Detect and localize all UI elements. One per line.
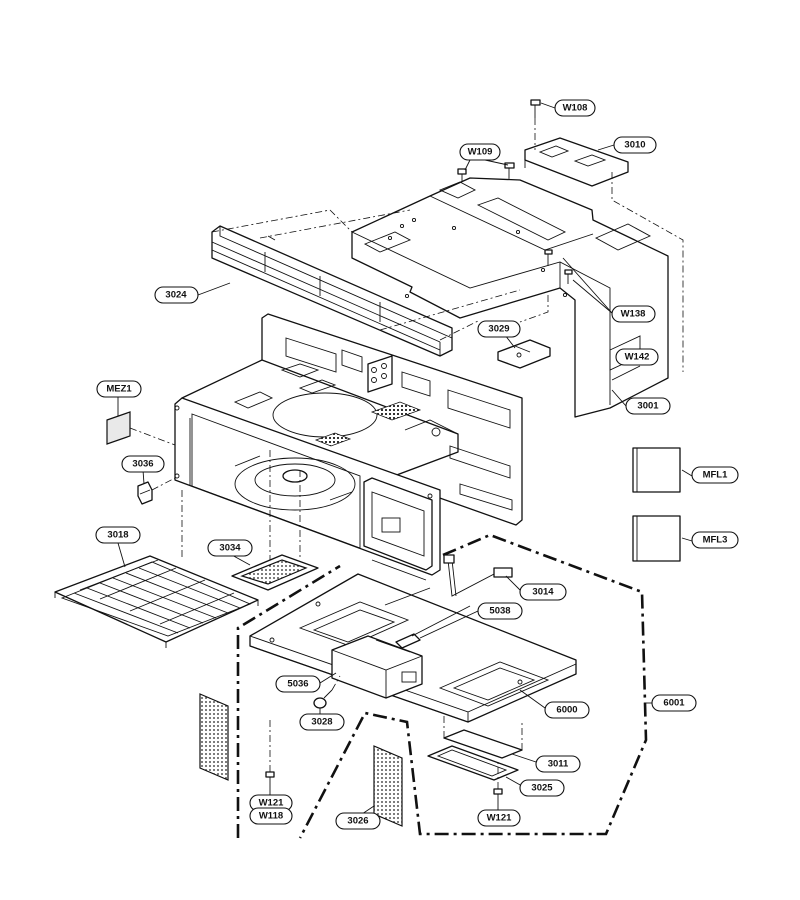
manual-mfl3	[632, 515, 681, 562]
part-label-3026: 3026	[335, 812, 381, 830]
sensor-5038	[395, 605, 471, 649]
screw-w109	[457, 162, 515, 184]
part-label-w138: W138	[611, 305, 656, 323]
part-label-6001: 6001	[651, 694, 697, 712]
part-label-mez1: MEZ1	[96, 380, 142, 398]
cover-3034	[231, 554, 319, 591]
part-label-3001: 3001	[625, 397, 671, 415]
bracket-3029	[497, 339, 551, 369]
svg-text:MEZ1: MEZ1	[106, 384, 132, 395]
svg-text:W109: W109	[468, 147, 493, 158]
part-label-3028: 3028	[299, 713, 345, 731]
part-label-6000: 6000	[544, 701, 590, 719]
part-label-w109: W109	[459, 143, 501, 161]
svg-text:W142: W142	[625, 352, 650, 363]
part-label-5038: 5038	[477, 602, 523, 620]
part-label-3024: 3024	[154, 286, 199, 304]
label-sticker-mez1	[106, 411, 131, 445]
svg-text:3018: 3018	[107, 530, 128, 541]
latch-3036	[137, 481, 153, 505]
manual-mfl1	[632, 447, 681, 493]
component-box-5036	[331, 635, 423, 699]
base-plate-6000	[249, 573, 577, 723]
svg-text:W108: W108	[563, 103, 588, 114]
svg-text:MFL3: MFL3	[703, 535, 728, 546]
lamp-3028	[313, 689, 333, 709]
grease-filter-left	[199, 693, 229, 781]
part-label-mfl1: MFL1	[691, 466, 739, 484]
part-label-mfl3: MFL3	[691, 531, 739, 549]
part-label-3018: 3018	[95, 526, 141, 544]
part-label-5036: 5036	[275, 675, 321, 693]
part-label-3010: 3010	[613, 136, 657, 154]
part-label-w142: W142	[615, 348, 659, 366]
part-label-3025: 3025	[519, 779, 565, 797]
rack-3018	[54, 555, 259, 648]
inner-cavity-chassis	[174, 313, 523, 581]
svg-text:3011: 3011	[548, 759, 569, 770]
svg-text:6001: 6001	[663, 698, 685, 709]
svg-text:3036: 3036	[132, 459, 153, 470]
svg-text:W121: W121	[487, 813, 513, 824]
part-label-w118: W118	[249, 807, 293, 825]
svg-text:W121: W121	[259, 798, 285, 809]
frame-3025	[427, 745, 519, 781]
svg-text:3014: 3014	[532, 587, 554, 598]
svg-text:3010: 3010	[624, 140, 645, 151]
svg-text:3001: 3001	[637, 401, 659, 412]
svg-text:3028: 3028	[311, 717, 332, 728]
bracket-3010	[524, 137, 629, 187]
svg-text:5038: 5038	[489, 606, 510, 617]
svg-text:W138: W138	[621, 309, 646, 320]
screw-w121-left	[265, 771, 275, 790]
screws-w138	[544, 249, 573, 284]
part-label-3029: 3029	[477, 320, 521, 338]
assembly-6001-boundary	[236, 533, 648, 839]
svg-text:3024: 3024	[165, 290, 187, 301]
svg-text:MFL1: MFL1	[703, 470, 729, 481]
screw-w121-right	[493, 788, 503, 806]
part-label-3011: 3011	[535, 755, 581, 773]
svg-text:3034: 3034	[219, 543, 241, 554]
part-label-3014: 3014	[519, 583, 567, 601]
leader-lines	[117, 102, 693, 815]
harness-3014	[443, 554, 513, 597]
part-label-3034: 3034	[207, 539, 253, 557]
svg-text:6000: 6000	[556, 705, 577, 716]
svg-text:5036: 5036	[287, 679, 308, 690]
part-label-w108: W108	[554, 99, 596, 117]
part-label-3036: 3036	[121, 455, 165, 473]
part-label-w121-right: W121	[477, 809, 521, 827]
svg-text:3029: 3029	[488, 324, 509, 335]
svg-text:3026: 3026	[347, 816, 368, 827]
svg-text:3025: 3025	[531, 783, 553, 794]
grease-filter-3026	[373, 745, 403, 827]
screw-w108	[530, 99, 541, 118]
vent-grille-3024	[211, 225, 453, 357]
svg-text:W118: W118	[259, 811, 283, 822]
